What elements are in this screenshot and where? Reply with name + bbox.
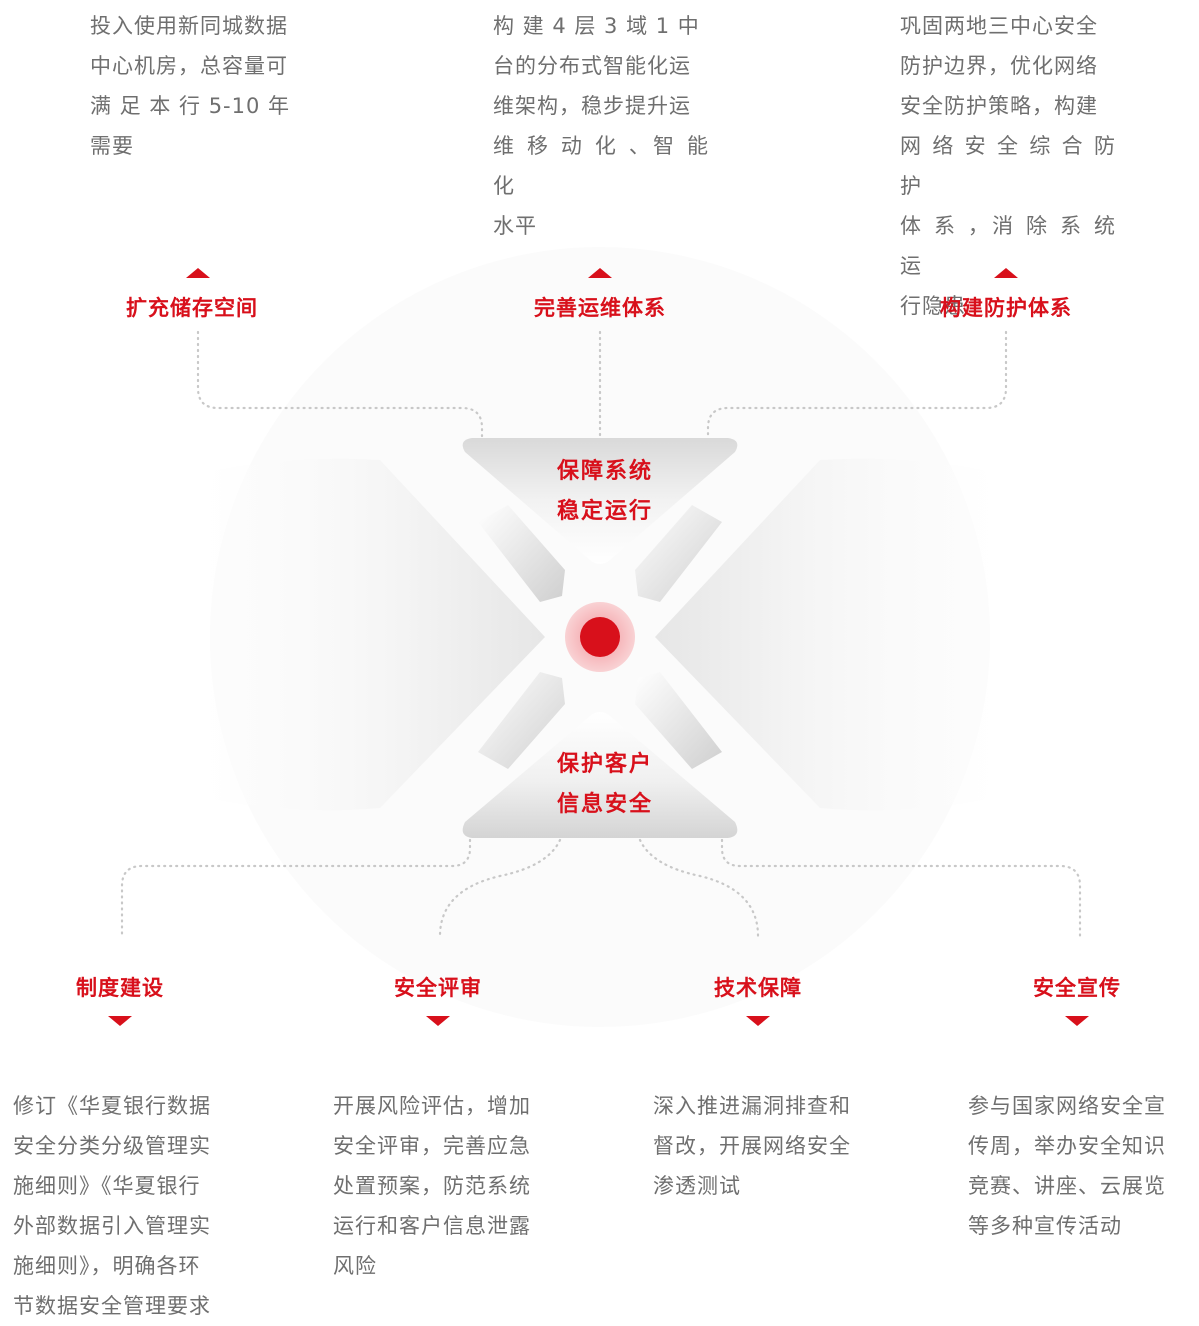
- arrow-down-icon: [426, 1016, 450, 1026]
- center-bottom-text: 保护客户 信息安全: [505, 745, 705, 825]
- top-desc-protection: 巩固两地三中心安全 防护边界，优化网络 安全防护策略，构建 网 络 安 全 综 …: [900, 6, 1116, 326]
- desc-line: 修订《华夏银行数据: [13, 1094, 211, 1118]
- desc-line: 督改，开展网络安全: [653, 1134, 851, 1158]
- desc-line: 体 系 ，消 除 系 统 运: [900, 214, 1116, 278]
- arrow-up-icon: [994, 268, 1018, 278]
- center-bottom-line-2: 信息安全: [556, 792, 653, 817]
- left-wing-shape: [192, 458, 545, 811]
- arrow-up-icon: [186, 268, 210, 278]
- desc-line: 渗透测试: [653, 1174, 741, 1198]
- bar-top-left: [478, 505, 565, 602]
- center-top-line-1: 保障系统: [556, 459, 653, 484]
- desc-line: 节数据安全管理要求: [13, 1294, 211, 1318]
- label-technical-support: 技术保障: [714, 976, 802, 1000]
- desc-line: 处置预案，防范系统: [333, 1174, 531, 1198]
- connector-top-left: [196, 330, 484, 438]
- desc-line: 维 移 动 化 、智 能 化: [493, 134, 709, 198]
- connector-bottom-1: [120, 838, 472, 938]
- desc-line: 投入使用新同城数据: [90, 14, 288, 38]
- desc-line: 安全防护策略，构建: [900, 94, 1098, 118]
- desc-line: 网 络 安 全 综 合 防 护: [900, 134, 1116, 198]
- bar-bottom-right: [635, 672, 722, 769]
- label-system-building: 制度建设: [76, 976, 164, 1000]
- center-top-line-2: 稳定运行: [556, 499, 653, 524]
- top-triangle-shape: [462, 438, 738, 564]
- desc-line: 传周，举办安全知识: [968, 1134, 1166, 1158]
- desc-line: 安全评审，完善应急: [333, 1134, 531, 1158]
- desc-line: 满 足 本 行 5-10 年: [90, 94, 291, 118]
- bar-bottom-left: [478, 672, 565, 769]
- arrow-down-icon: [746, 1016, 770, 1026]
- desc-line: 外部数据引入管理实: [13, 1214, 211, 1238]
- arrow-up-icon: [588, 268, 612, 278]
- connector-top-right: [706, 330, 1008, 438]
- bottom-desc-technical-support: 深入推进漏洞排查和 督改，开展网络安全 渗透测试: [653, 1086, 871, 1206]
- desc-line: 等多种宣传活动: [968, 1214, 1122, 1238]
- desc-line: 中心机房，总容量可: [90, 54, 288, 78]
- connector-bottom-4: [720, 838, 1082, 938]
- desc-line: 施细则》《华夏银行: [13, 1174, 201, 1198]
- desc-line: 行隐患: [900, 294, 966, 318]
- bar-top-right: [635, 505, 722, 602]
- desc-line: 参与国家网络安全宣: [968, 1094, 1166, 1118]
- label-improve-operations: 完善运维体系: [534, 296, 666, 320]
- desc-line: 水平: [493, 214, 537, 238]
- desc-line: 风险: [333, 1254, 377, 1278]
- arrow-down-icon: [1065, 1016, 1089, 1026]
- desc-line: 开展风险评估，增加: [333, 1094, 531, 1118]
- arrow-down-icon: [108, 1016, 132, 1026]
- center-dot: [580, 617, 620, 657]
- desc-line: 竞赛、讲座、云展览: [968, 1174, 1166, 1198]
- center-top-text: 保障系统 稳定运行: [505, 452, 705, 532]
- label-security-publicity: 安全宣传: [1033, 976, 1121, 1000]
- bottom-desc-security-publicity: 参与国家网络安全宣 传周，举办安全知识 竞赛、讲座、云展览 等多种宣传活动: [968, 1086, 1194, 1246]
- desc-line: 防护边界，优化网络: [900, 54, 1098, 78]
- desc-line: 巩固两地三中心安全: [900, 14, 1098, 38]
- desc-line: 台的分布式智能化运: [493, 54, 691, 78]
- bottom-triangle-shape: [462, 712, 738, 838]
- desc-line: 安全分类分级管理实: [13, 1134, 211, 1158]
- desc-line: 运行和客户信息泄露: [333, 1214, 531, 1238]
- desc-line: 深入推进漏洞排查和: [653, 1094, 851, 1118]
- desc-line: 施细则》，明确各环: [13, 1254, 201, 1278]
- label-expand-storage: 扩充储存空间: [126, 296, 258, 320]
- desc-line: 需要: [90, 134, 134, 158]
- connector-bottom-3: [638, 838, 760, 938]
- bottom-desc-security-review: 开展风险评估，增加 安全评审，完善应急 处置预案，防范系统 运行和客户信息泄露 …: [333, 1086, 551, 1286]
- connector-bottom-2: [438, 838, 562, 938]
- center-bottom-line-1: 保护客户: [556, 752, 653, 777]
- label-security-review: 安全评审: [394, 976, 482, 1000]
- top-desc-storage: 投入使用新同城数据 中心机房，总容量可 满 足 本 行 5-10 年 需要: [90, 6, 306, 166]
- desc-line: 构 建 4 层 3 域 1 中: [493, 14, 700, 38]
- label-build-protection: 构建防护体系: [940, 296, 1072, 320]
- bottom-desc-system-building: 修订《华夏银行数据 安全分类分级管理实 施细则》《华夏银行 外部数据引入管理实 …: [13, 1086, 231, 1326]
- right-wing-shape: [655, 458, 1008, 811]
- top-desc-operations: 构 建 4 层 3 域 1 中 台的分布式智能化运 维架构，稳步提升运 维 移 …: [493, 6, 709, 246]
- desc-line: 维架构，稳步提升运: [493, 94, 691, 118]
